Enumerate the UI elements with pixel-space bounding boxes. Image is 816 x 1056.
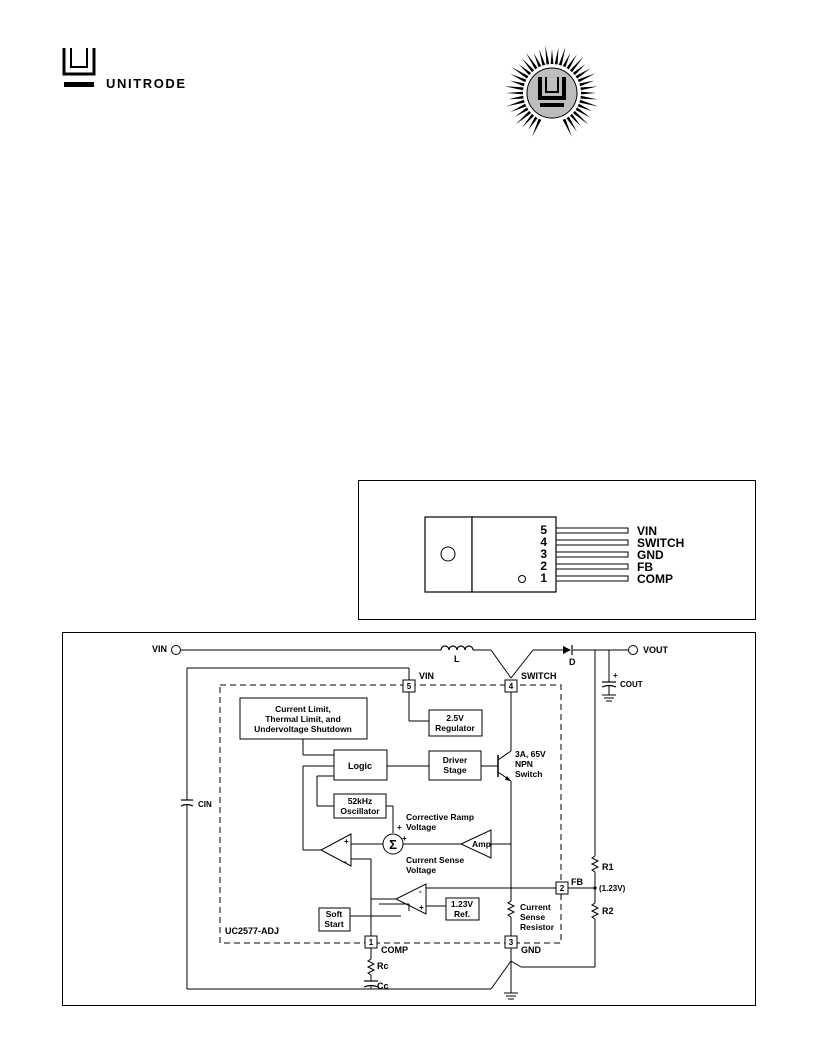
amp-label: Amp	[472, 839, 491, 849]
reference-block	[445, 897, 480, 921]
svg-text:+: +	[419, 903, 424, 912]
pin-name: GND	[637, 548, 664, 562]
logic-label: Logic	[348, 761, 372, 771]
switch-line-2: NPN	[515, 759, 533, 769]
pin-name: SWITCH	[637, 536, 684, 550]
svg-text:+: +	[613, 671, 618, 680]
pin-name: COMP	[637, 572, 673, 586]
softstart-line-1: Soft	[326, 909, 343, 919]
protection-block	[239, 697, 368, 740]
pin2-number: 2	[560, 884, 565, 893]
pwm-comparator	[319, 833, 352, 867]
pin-number: 2	[540, 559, 547, 573]
svg-text:+: +	[344, 837, 349, 846]
pin-2: 2 FB	[540, 559, 653, 574]
pin5-name: VIN	[419, 671, 434, 681]
r2-label: R2	[602, 906, 614, 916]
oscillator-block	[333, 793, 387, 819]
vout-terminal	[628, 645, 638, 655]
driver-block	[428, 750, 482, 781]
unitrode-u-logo-mark	[62, 48, 96, 87]
softstart-line-2: Start	[324, 919, 344, 929]
part-label: UC2577-ADJ	[225, 926, 279, 936]
svg-text:+: +	[402, 834, 407, 843]
sum-symbol: Σ	[389, 837, 397, 852]
inductor-label: L	[454, 654, 460, 664]
package-tab	[424, 516, 473, 593]
softstart-block	[318, 907, 351, 932]
package-body	[471, 516, 557, 593]
logic-block	[333, 749, 388, 781]
regulator-block	[428, 709, 483, 737]
unitrode-seal-logo	[478, 40, 626, 140]
cc-label: Cc	[377, 981, 389, 991]
driver-line-1: Driver	[443, 755, 468, 765]
pin-3: 3 GND	[540, 547, 664, 562]
pin5-number: 5	[407, 682, 412, 691]
pin-name: FB	[637, 560, 653, 574]
block-diagram: UC2577-ADJ VIN L D VOUT + COUT R1	[152, 644, 669, 1000]
pin4-number: 4	[509, 682, 514, 691]
switch-line-3: Switch	[515, 769, 542, 779]
current-sense-resistor	[506, 900, 516, 918]
connection-diagram-panel: 5 VIN 4 SWITCH 3 GND 2 FB 1 COMP	[358, 480, 756, 620]
switch-line-1: 3A, 65V	[515, 749, 546, 759]
diode-label: D	[569, 657, 576, 667]
brand-name: UNITRODE	[106, 76, 187, 91]
inductor	[440, 645, 474, 651]
error-amplifier	[394, 883, 427, 915]
unitrode-logo: UNITRODE	[60, 44, 240, 94]
pin-5: 5 VIN	[540, 523, 657, 538]
pin-number: 4	[540, 535, 547, 549]
ramp-line-1: Corrective Ramp	[406, 812, 474, 822]
vin-terminal	[171, 645, 181, 655]
svg-text:-: -	[344, 857, 347, 866]
sense-voltage-line-2: Voltage	[406, 865, 436, 875]
pin3-name: GND	[521, 945, 542, 955]
svg-text:-: -	[419, 887, 422, 896]
pin1-number: 1	[369, 938, 374, 947]
resistor-r2	[590, 902, 600, 920]
protection-line-2: Thermal Limit, and	[265, 714, 341, 724]
reference-line-1: 1.23V	[451, 899, 474, 909]
svg-text:+: +	[397, 823, 402, 832]
diode	[563, 646, 571, 654]
ramp-line-2: Voltage	[406, 822, 436, 832]
pin-number: 5	[540, 523, 547, 537]
resistor-r1	[590, 855, 600, 873]
protection-line-3: Undervoltage Shutdown	[254, 724, 352, 734]
block-diagram-panel: UC2577-ADJ VIN L D VOUT + COUT R1	[62, 632, 756, 1006]
pin3-number: 3	[509, 938, 514, 947]
protection-line-1: Current Limit,	[275, 704, 331, 714]
rc-label: Rc	[377, 961, 389, 971]
cin-label: CIN	[198, 800, 212, 809]
sense-resistor-line-2: Sense	[520, 912, 545, 922]
pin-name: VIN	[637, 524, 657, 538]
pin1-marker	[518, 575, 526, 583]
oscillator-line-2: Oscillator	[340, 806, 380, 816]
sense-resistor-line-3: Resistor	[520, 922, 555, 932]
vin-label: VIN	[152, 644, 167, 654]
cout-label: COUT	[620, 680, 643, 689]
sense-voltage-line-1: Current Sense	[406, 855, 464, 865]
oscillator-line-1: 52kHz	[348, 796, 373, 806]
vout-label: VOUT	[643, 645, 669, 655]
reference-line-2: Ref.	[454, 909, 470, 919]
regulator-line-2: Regulator	[435, 723, 475, 733]
sense-resistor-line-1: Current	[520, 902, 551, 912]
pin-number: 1	[540, 571, 547, 585]
fb-voltage-label: (1.23V)	[599, 884, 626, 893]
driver-line-2: Stage	[443, 765, 466, 775]
pin-4: 4 SWITCH	[540, 535, 684, 550]
resistor-rc	[366, 958, 376, 976]
regulator-line-1: 2.5V	[446, 713, 464, 723]
mounting-hole	[440, 546, 456, 562]
pin1-name: COMP	[381, 945, 408, 955]
pin2-name: FB	[571, 877, 583, 887]
ic-boundary	[219, 684, 562, 944]
r1-label: R1	[602, 862, 614, 872]
pin4-name: SWITCH	[521, 671, 557, 681]
pin-number: 3	[540, 547, 547, 561]
pin-1: 1 COMP	[540, 571, 673, 586]
